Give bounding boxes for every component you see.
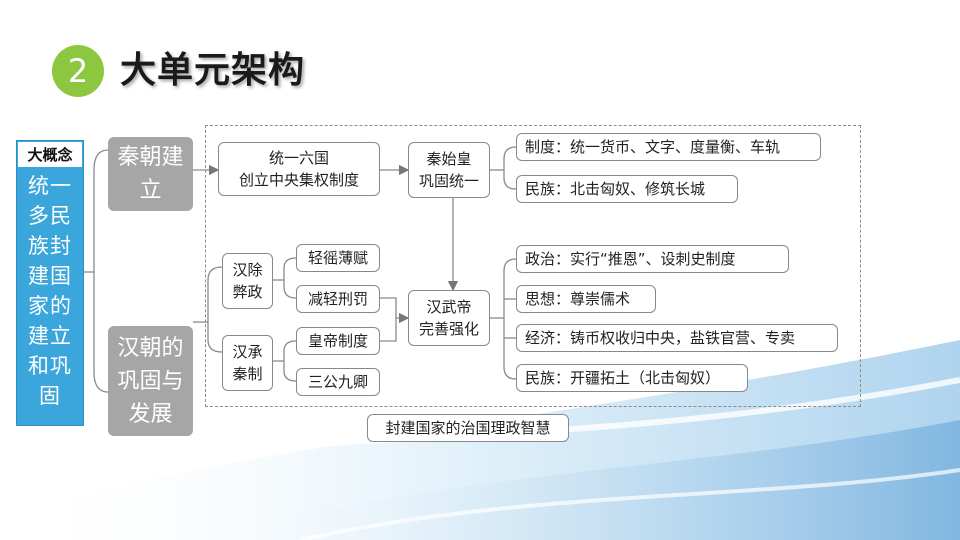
era-qin: 秦朝建立 (108, 137, 193, 211)
node-han-inherit-qin: 汉承 秦制 (222, 335, 273, 391)
era-han: 汉朝的巩固与发展 (108, 326, 193, 436)
han-item-ethnic: 民族：开疆拓土（北击匈奴） (516, 364, 748, 392)
node-han-wudi: 汉武帝 完善强化 (408, 290, 490, 346)
han-remove-item-tax: 轻徭薄赋 (296, 244, 380, 272)
concept-panel (16, 140, 84, 426)
qin-item-system: 制度：统一货币、文字、度量衡、车轨 (516, 133, 821, 161)
han-remove-item-penalty: 减轻刑罚 (296, 285, 380, 313)
page-title: 大单元架构 (120, 50, 306, 91)
dashed-frame (205, 125, 861, 407)
qin-item-ethnic: 民族：北击匈奴、修筑长城 (516, 175, 738, 203)
han-item-thought: 思想：尊崇儒术 (516, 285, 656, 313)
node-qin-shihuang: 秦始皇 巩固统一 (408, 142, 490, 198)
han-inherit-item-emperor: 皇帝制度 (296, 327, 380, 355)
node-unify-six-states: 统一六国 创立中央集权制度 (218, 142, 380, 196)
section-number-badge: 2 (52, 45, 104, 97)
footer-caption: 封建国家的治国理政智慧 (367, 414, 569, 442)
node-han-remove-abuses: 汉除 弊政 (222, 253, 273, 309)
concept-label: 大概念 (18, 142, 82, 167)
concept-text: 统一多民族封建国家的建立和巩固 (28, 174, 72, 408)
han-inherit-item-ministers: 三公九卿 (296, 368, 380, 396)
han-item-economy: 经济：铸币权收归中央，盐铁官营、专卖 (516, 324, 838, 352)
han-item-politics: 政治：实行“推恩”、设刺史制度 (516, 245, 789, 273)
